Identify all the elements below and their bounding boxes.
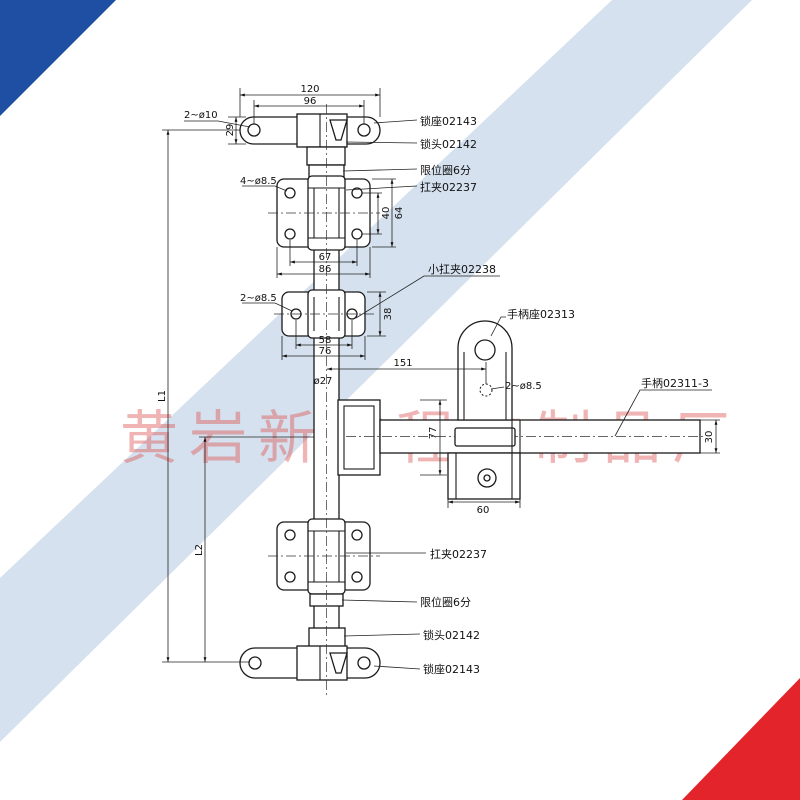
dim-text-small-clamp-width: 76 (319, 346, 332, 357)
bottom-lock-head-cam (329, 652, 348, 674)
upper-clamp (268, 175, 380, 251)
dim-text-small-clamp-holes: 2~ø8.5 (240, 293, 277, 304)
leader-clamp-top (345, 185, 418, 191)
dim-text-total-length: L1 (157, 390, 168, 402)
dim-text-seat-width: 120 (300, 84, 319, 95)
label-handle: 手柄02311-3 (641, 376, 709, 390)
top-lock-head-neck (306, 146, 346, 166)
dim-text-handle-seat-holes: 2~ø8.5 (505, 381, 542, 392)
label-leaders (341, 119, 712, 670)
label-clamp-bottom: 扛夹02237 (430, 548, 487, 561)
leader-handle-seat (490, 316, 506, 337)
dim-text-clamp-pitch: 67 (319, 252, 332, 263)
leader-handle (614, 389, 712, 437)
leader-seat-holes (184, 120, 251, 128)
corner-triangle-blue (0, 0, 116, 116)
label-small-clamp: 小扛夹02238 (428, 263, 496, 276)
leader-lock-head-bottom (343, 633, 421, 637)
small-clamp (274, 289, 374, 339)
label-lock-seat-bottom: 锁座02143 (423, 662, 480, 676)
leader-handle-seat-holes (490, 386, 505, 390)
bottom-seat-hole-left (248, 656, 262, 670)
label-lock-seat-top: 锁座02143 (420, 114, 477, 128)
diagonal-band (0, 0, 752, 742)
dimension-texts: 120 96 2~ø10 29 4~ø8.5 40 64 67 86 2~ø8.… (157, 84, 715, 556)
lower-clamp-hole-tr (351, 529, 363, 541)
handle-seat-pin-block (454, 427, 516, 447)
dim-text-handle-height: 30 (704, 431, 715, 444)
dim-text-seat-height: 29 (225, 124, 236, 137)
handle-assembly (337, 399, 706, 476)
dim-text-handle-seat-height: 77 (428, 427, 439, 440)
label-clamp-top: 扛夹02237 (420, 181, 477, 194)
handle-seat-upper-plate (457, 320, 513, 421)
top-seat-hole-left (247, 123, 261, 137)
rod-handle-bracket-inner (343, 405, 375, 470)
dim-text-rod-diameter: ø27 (314, 376, 333, 387)
lower-clamp (268, 518, 380, 595)
leader-small-clamp-holes (242, 302, 293, 312)
lower-clamp-hole-br (351, 571, 363, 583)
upper-clamp-hole-br (351, 228, 363, 240)
lower-clamp-hole-tl (284, 529, 296, 541)
bottom-lock-head-neck (308, 627, 346, 649)
dim-text-handle-length: L2 (194, 544, 205, 556)
dim-text-handle-seat-width: 60 (477, 505, 490, 516)
leader-limit-ring-top (342, 168, 418, 172)
dim-text-small-clamp-pitch: 58 (319, 335, 332, 346)
leader-clamp-holes (242, 185, 288, 192)
lower-clamp-hole-bl (284, 571, 296, 583)
label-limit-ring-bottom: 限位圈6分 (420, 595, 471, 609)
leader-small-clamp (355, 275, 500, 319)
handle-seat (447, 320, 521, 500)
dim-text-small-clamp-height: 38 (383, 308, 394, 321)
dimension-lines (162, 88, 720, 663)
corner-triangle-red (682, 678, 800, 800)
leader-lock-head-top (345, 141, 418, 144)
dim-text-clamp-inner: 40 (381, 207, 392, 220)
dim-text-clamp-width: 86 (319, 264, 332, 275)
dim-text-seat-hole-pitch: 96 (304, 96, 317, 107)
label-lock-head-top: 锁头02142 (420, 137, 477, 151)
dim-text-handle-offset: 151 (393, 358, 412, 369)
bottom-lock-assembly (239, 593, 381, 681)
dim-text-seat-holes: 2~ø10 (184, 110, 218, 121)
top-seat-hole-right (357, 123, 371, 137)
label-handle-seat: 手柄座02313 (507, 307, 575, 321)
top-lock-head-cam (329, 119, 348, 141)
leader-lock-seat-bottom (373, 665, 421, 670)
label-lock-head-bottom: 锁头02142 (423, 628, 480, 642)
upper-clamp-hole-tl (284, 187, 296, 199)
handle-seat-hole-lower-inner (483, 474, 491, 482)
leader-lock-seat-top (373, 119, 418, 124)
bottom-seat-hole-right (357, 656, 371, 670)
label-limit-ring-top: 限位圈6分 (420, 163, 471, 177)
rod-handle-bracket (337, 399, 381, 476)
dim-text-clamp-holes: 4~ø8.5 (240, 176, 277, 187)
dim-text-clamp-height: 64 (394, 207, 405, 220)
leader-limit-ring-bottom (341, 599, 418, 603)
handle-seat-dashed-hole (479, 383, 493, 397)
part-labels: 锁座02143 锁头02142 限位圈6分 扛夹02237 小扛夹02238 手… (420, 114, 709, 676)
handle-seat-hole-upper (474, 339, 496, 361)
upper-clamp-hole-bl (284, 228, 296, 240)
